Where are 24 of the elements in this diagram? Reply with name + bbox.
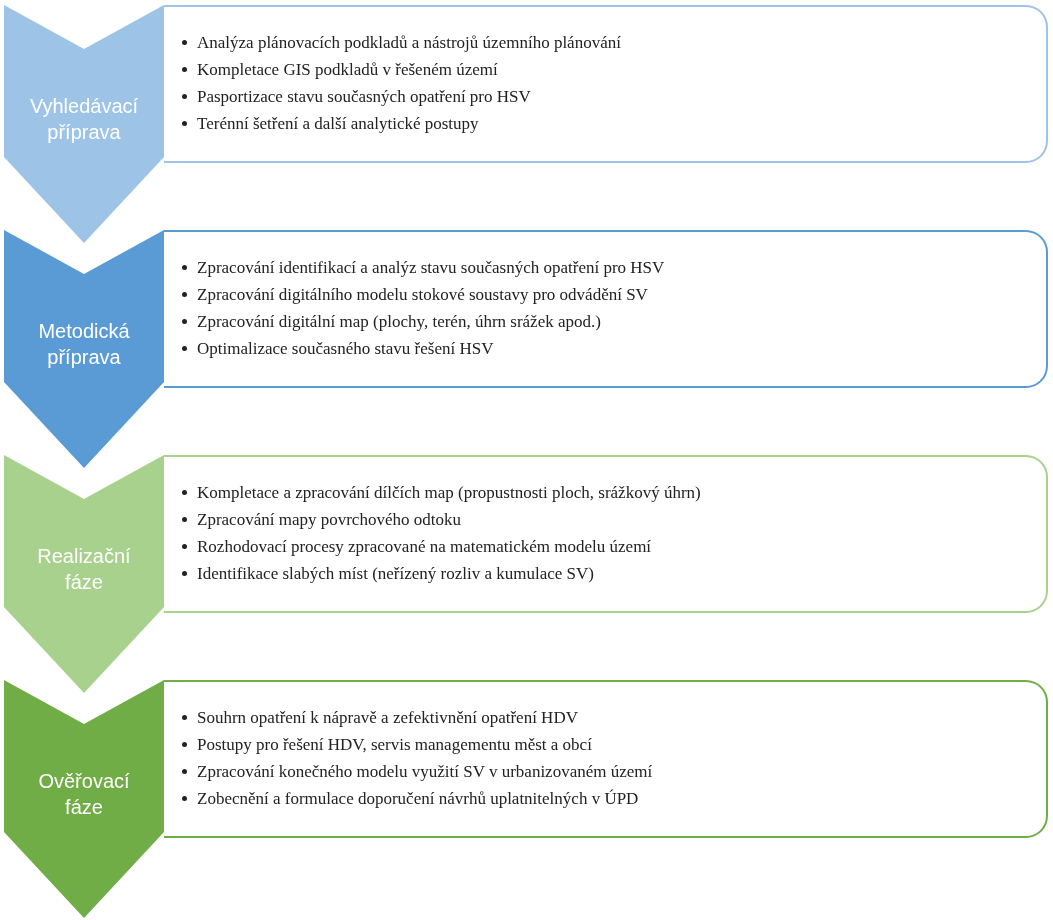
list-item-text: Postupy pro řešení HDV, servis managementu měst a obcí xyxy=(197,734,592,756)
list-item-text: Kompletace a zpracování dílčích map (propustnosti ploch, srážkový úhrn) xyxy=(197,482,701,504)
list-item-text: Zpracování konečného modelu využití SV v urbanizovaném území xyxy=(197,761,653,783)
content-box xyxy=(164,5,1048,163)
list-item-text: Analýza plánovacích podkladů a nástrojů územního plánování xyxy=(197,32,621,54)
list-item-text: Zpracování mapy povrchového odtoku xyxy=(197,509,461,531)
list-item-text: Zobecnění a formulace doporučení návrhů uplatnitelných v ÚPD xyxy=(197,788,639,810)
list-item-text: Identifikace slabých míst (neřízený rozliv a kumulace SV) xyxy=(197,563,594,585)
list-item-text: Terénní šetření a další analytické postupy xyxy=(197,113,479,135)
list-item-text: Zpracování digitální map (plochy, terén, úhrn srážek apod.) xyxy=(197,311,601,333)
content-box xyxy=(164,455,1048,613)
list-item-text: Optimalizace současného stavu řešení HSV xyxy=(197,338,494,360)
list-item-text: Zpracování identifikací a analýz stavu současných opatření pro HSV xyxy=(197,257,665,279)
stage-label: Realizační fáze xyxy=(36,544,132,595)
content-box xyxy=(164,230,1048,388)
stage-label: Ověřovací fáze xyxy=(37,769,131,820)
content-box xyxy=(164,680,1048,838)
list-item-text: Souhrn opatření k nápravě a zefektivnění opatření HDV xyxy=(197,707,578,729)
stage-label: Vyhledávací příprava xyxy=(28,94,140,145)
stage-label: Metodická příprava xyxy=(37,319,131,370)
list-item-text: Zpracování digitálního modelu stokové soustavy pro odvádění SV xyxy=(197,284,648,306)
list-item-text: Rozhodovací procesy zpracované na matematickém modelu území xyxy=(197,536,652,558)
list-item-text: Kompletace GIS podkladů v řešeném území xyxy=(197,59,498,81)
list-item-text: Pasportizace stavu současných opatření pro HSV xyxy=(197,86,531,108)
